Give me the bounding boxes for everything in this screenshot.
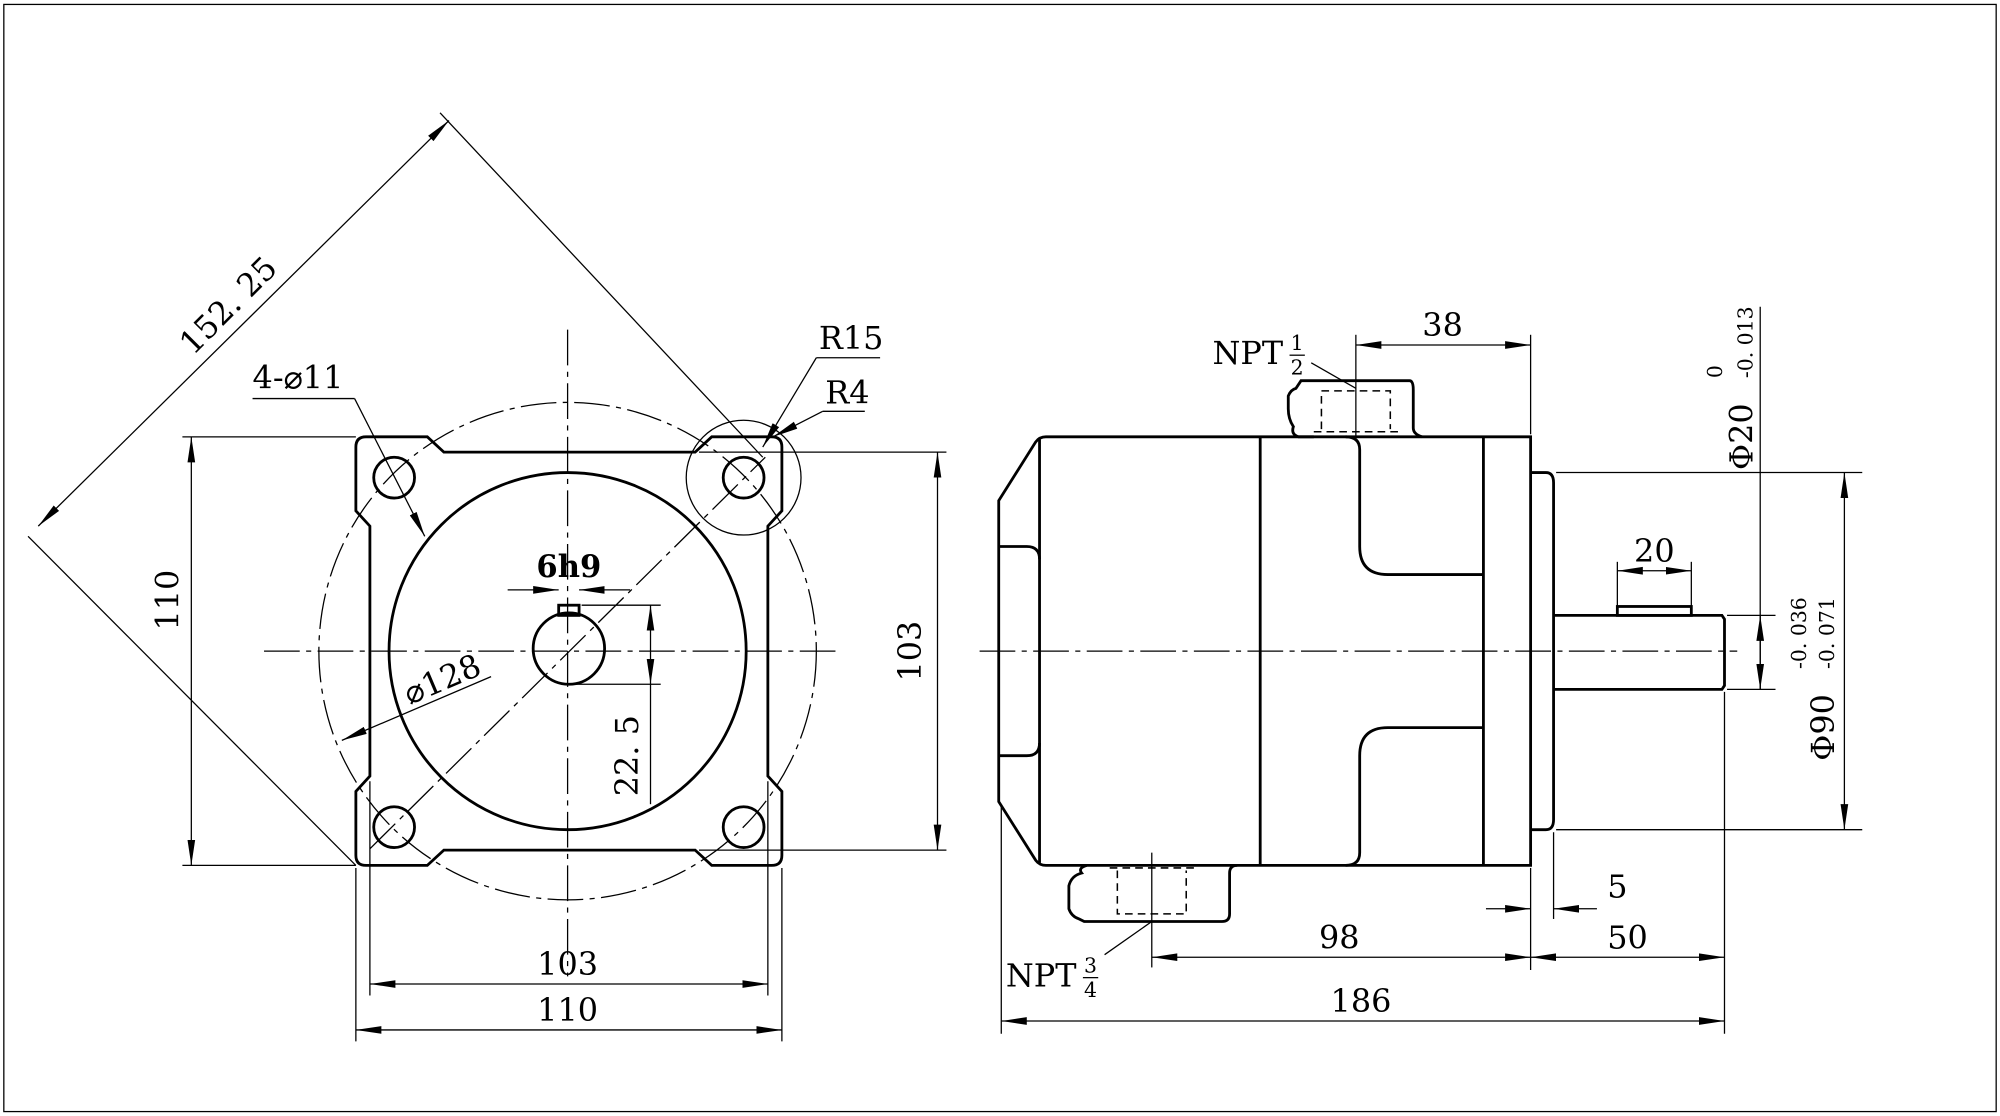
dim-pilot-dia: ⌀128 <box>398 646 487 712</box>
centerline <box>369 456 766 850</box>
port-top-label: NPT <box>1213 334 1284 372</box>
bolt-hole <box>372 455 416 500</box>
pilot-dia-label: Φ90 <box>1804 694 1842 761</box>
port-bottom-label: NPT <box>1006 957 1077 995</box>
front-view: 152. 25 4-⌀11 R15 R4 6h9 ⌀128 22. 5 110 … <box>27 112 947 1042</box>
port-bottom-num: 3 <box>1084 954 1097 978</box>
dim-diagonal: 152. 25 <box>172 249 285 362</box>
dim-shaft-length: 50 <box>1607 918 1648 956</box>
dim-body-to-port: 98 <box>1319 918 1360 956</box>
dim-height-outer: 110 <box>149 570 187 631</box>
shaft <box>1553 613 1726 691</box>
port-top-num: 1 <box>1291 331 1304 355</box>
dim-overall-length: 186 <box>1331 982 1392 1020</box>
housing-step <box>1345 435 1484 867</box>
pilot-dia-lower: -0. 071 <box>1815 597 1839 669</box>
port-bottom-den: 4 <box>1084 978 1097 1002</box>
dim-width-inner: 103 <box>537 945 598 983</box>
pilot-dia-upper: -0. 036 <box>1787 597 1811 669</box>
pilot-flange <box>1530 471 1555 832</box>
bolt-hole <box>372 805 416 849</box>
dim-r15: R15 <box>819 319 884 357</box>
shaft-dia-upper: 0 <box>1703 365 1727 378</box>
shaft-dia-lower: -0. 013 <box>1734 306 1758 378</box>
dim-flange-thk: 5 <box>1607 867 1627 905</box>
dim-holes: 4-⌀11 <box>253 358 344 396</box>
shaft-key <box>1615 605 1693 617</box>
dim-height-inner: 103 <box>891 621 929 682</box>
dim-r4: R4 <box>825 374 869 412</box>
shaft-circle <box>531 611 606 686</box>
side-view: 38 NPT 1 2 NPT 3 4 20 Φ20 0 -0. 013 Φ90 … <box>979 306 1863 1034</box>
body-outline <box>997 435 1533 867</box>
shaft-dia-label: Φ20 <box>1723 403 1761 470</box>
dim-key-offset: 22. 5 <box>608 715 646 796</box>
bolt-hole <box>721 805 766 849</box>
key <box>557 603 581 617</box>
drawing-border <box>3 3 1997 1113</box>
port-top-den: 2 <box>1291 355 1304 379</box>
port-bottom <box>1067 863 1238 923</box>
bolt-hole <box>721 455 766 500</box>
dim-key-length: 20 <box>1634 532 1675 570</box>
r15-circle <box>685 419 802 536</box>
dim-port-offset: 38 <box>1422 306 1463 344</box>
port-top <box>1286 379 1423 439</box>
dim-key: 6h9 <box>536 549 601 585</box>
dim-width-outer: 110 <box>537 991 598 1029</box>
